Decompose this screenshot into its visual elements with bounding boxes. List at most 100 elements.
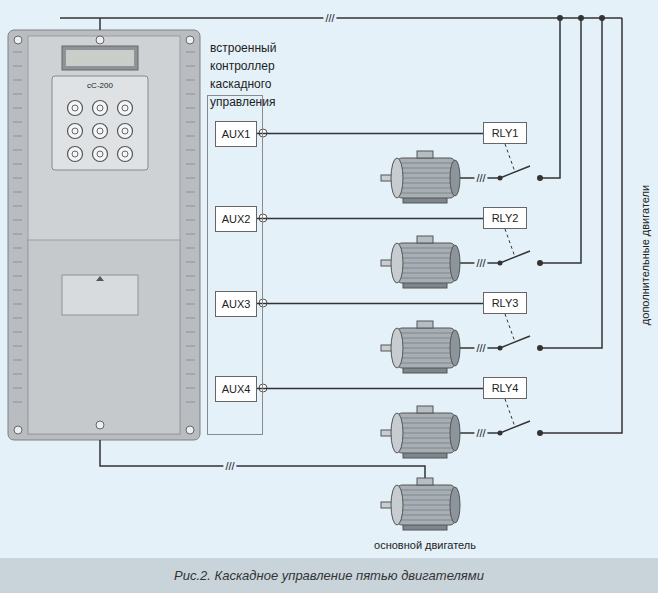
keypad-button-icon: [72, 128, 78, 134]
contact-blade: [500, 336, 530, 348]
vent-slot: [13, 52, 22, 53]
wiring: [60, 18, 622, 478]
motor-label: основной двигатель: [372, 540, 478, 551]
vent-slot: [13, 150, 22, 151]
vent-slot: [186, 276, 195, 277]
vent-slot: [186, 150, 195, 151]
motor-fin: [401, 490, 452, 491]
vent-slot: [13, 108, 22, 109]
vent-slot: [13, 80, 22, 81]
keypad-button-icon: [97, 128, 103, 134]
vent-slot: [186, 52, 195, 53]
controller-heading: встроенный контроллер каскадного управле…: [210, 41, 276, 109]
vent-slot: [13, 318, 22, 319]
vent-slot: [186, 80, 195, 81]
motor-fin: [401, 268, 452, 269]
control-line: [257, 303, 483, 305]
motor-fan-cover: [450, 245, 460, 281]
motor-fin: [401, 500, 452, 501]
box-label: RLY2: [492, 212, 519, 224]
mounting-hole: [186, 426, 194, 434]
vent-slot: [186, 108, 195, 109]
screw: [96, 421, 104, 429]
keypad-button-icon: [122, 105, 128, 111]
drive-housing: [8, 30, 200, 440]
motor-end-shield: [391, 413, 403, 453]
keypad-button-icon: [97, 105, 103, 111]
motor-fin: [401, 353, 452, 354]
motor-fin: [401, 253, 452, 254]
box-label: AUX3: [222, 298, 251, 310]
control-line: [257, 388, 483, 390]
drive-lower-cover: [28, 240, 180, 434]
screw: [96, 36, 104, 44]
motor-fin: [401, 418, 452, 419]
motor-fin: [401, 515, 452, 516]
vent-slot: [186, 402, 195, 403]
motor-fin: [401, 178, 452, 179]
junction-dot: [599, 15, 605, 21]
contact-blade: [500, 166, 530, 178]
display-screen: [66, 50, 134, 66]
cover-mark: [96, 276, 104, 281]
vent-slot: [186, 192, 195, 193]
vent-slot: [186, 164, 195, 165]
tap-wire: [540, 18, 560, 178]
vent-slot: [186, 290, 195, 291]
wire-count-mark: ///: [474, 343, 487, 354]
contact-blade: [500, 421, 530, 433]
motor: [381, 321, 460, 373]
box-label: RLY4: [492, 382, 519, 394]
aux-output-box: AUX4: [215, 376, 257, 402]
vent-slot: [13, 346, 22, 347]
vent-slot: [13, 206, 22, 207]
vent-slot: [13, 402, 22, 403]
keypad-button: [68, 147, 83, 162]
mounting-hole: [186, 36, 194, 44]
motor-fin: [401, 428, 452, 429]
box-label: RLY3: [492, 297, 519, 309]
vent-slot: [186, 220, 195, 221]
drive-terminal-cover: [62, 275, 138, 315]
vent-slot: [13, 388, 22, 389]
control-line: [257, 218, 483, 220]
vent-slot: [13, 304, 22, 305]
figure-caption: Рис.2. Каскадное управление пятью двигат…: [174, 568, 484, 583]
switch-pivot: [498, 431, 503, 436]
keypad-button: [68, 101, 83, 116]
vent-slot: [13, 122, 22, 123]
switch-contact: [537, 345, 543, 351]
vent-slot: [13, 276, 22, 277]
motor-fin: [401, 163, 452, 164]
vent-slot: [186, 374, 195, 375]
vent-slot: [13, 234, 22, 235]
motor: [381, 406, 460, 458]
contact-blade: [500, 251, 530, 263]
motor-fin: [401, 448, 452, 449]
motor-fin: [401, 188, 452, 189]
keypad-button: [93, 124, 108, 139]
motor-fin: [401, 193, 452, 194]
motor-fin: [401, 443, 452, 444]
motor: [381, 151, 460, 203]
motor-fin: [401, 258, 452, 259]
motor-terminal-box: [417, 151, 433, 158]
vent-slot: [13, 248, 22, 249]
relay-actuator-link: [505, 399, 515, 427]
aux-output-box: AUX2: [215, 206, 257, 232]
wire-count-mark: ///: [474, 428, 487, 439]
vent-slot: [186, 122, 195, 123]
vent-slot: [186, 248, 195, 249]
motor-fin: [401, 333, 452, 334]
motor-fin: [401, 183, 452, 184]
tap-wire: [540, 18, 622, 433]
motor-terminal-box: [417, 406, 433, 413]
motor-terminal-box: [417, 321, 433, 328]
tap-wire: [540, 18, 581, 263]
control-line: [257, 133, 483, 135]
motor-fan-cover: [450, 487, 460, 523]
keypad-button-icon: [122, 151, 128, 157]
vent-slot: [186, 262, 195, 263]
motor-fan-cover: [450, 330, 460, 366]
motor: [381, 236, 460, 288]
